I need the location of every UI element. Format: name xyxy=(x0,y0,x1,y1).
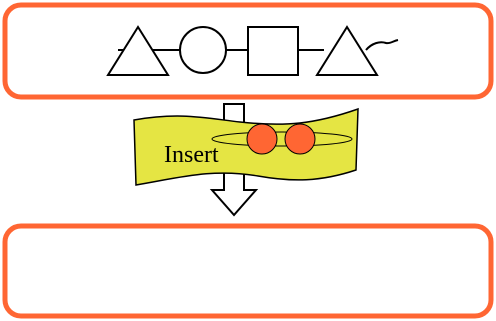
triangle-shape xyxy=(317,27,377,75)
top-chain xyxy=(108,27,398,75)
bottom-box xyxy=(5,226,491,316)
inserted-circle xyxy=(247,124,277,154)
insert-label: Insert xyxy=(164,142,219,168)
chain-tail-wave xyxy=(366,40,398,50)
square-shape xyxy=(248,27,298,75)
inserted-circle xyxy=(285,124,315,154)
circle-shape xyxy=(180,27,226,73)
